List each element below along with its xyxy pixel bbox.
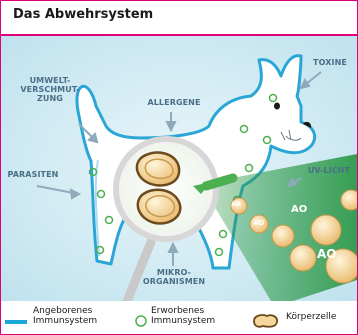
header: Das Abwehrsystem	[1, 1, 357, 33]
legend-innate: Angeborenes Immunsystem	[33, 306, 97, 327]
label-toxins: TOXINE	[305, 58, 355, 67]
legend-innate-line1: Angeborenes	[33, 306, 97, 316]
body-cell-icon	[254, 315, 277, 327]
page-title: Das Abwehrsystem	[13, 7, 153, 22]
legend-innate-line2: Immunsystem	[33, 316, 97, 326]
legend-acquired-line1: Erworbenes	[151, 306, 215, 316]
legend: Angeborenes Immunsystem Erworbenes Immun…	[1, 301, 357, 334]
ao-label-2: AO	[253, 219, 264, 227]
label-micro-line1: MIKRO-	[129, 268, 219, 277]
illustration: UMWELT- VERSCHMUT- ZUNG ALLERGENE TOXINE…	[1, 36, 357, 301]
legend-acquired: Erworbenes Immunsystem	[151, 306, 215, 327]
legend-cell: Körperzelle	[286, 312, 336, 322]
legend-acquired-line2: Immunsystem	[151, 316, 215, 326]
innate-immune-swatch	[5, 320, 27, 324]
label-allergens: ALLERGENE	[139, 98, 209, 107]
dog-eye	[274, 103, 280, 110]
label-pollution-line3: ZUNG	[11, 94, 89, 103]
ao-label-4: AO	[317, 247, 337, 261]
label-pollution-line2: VERSCHMUT-	[11, 85, 89, 94]
label-pollution-line1: UMWELT-	[11, 76, 89, 85]
acquired-immune-icon	[136, 316, 146, 326]
label-pollution: UMWELT- VERSCHMUT- ZUNG	[11, 76, 89, 104]
label-microorganisms: MIKRO- ORGANISMEN	[129, 268, 219, 286]
ao-label-3: AO	[291, 204, 307, 215]
ao-label-1: AO	[231, 201, 241, 208]
label-micro-line2: ORGANISMEN	[129, 277, 219, 286]
label-parasites: PARASITEN	[3, 170, 63, 179]
label-uv: UV-LICHT	[301, 166, 357, 175]
